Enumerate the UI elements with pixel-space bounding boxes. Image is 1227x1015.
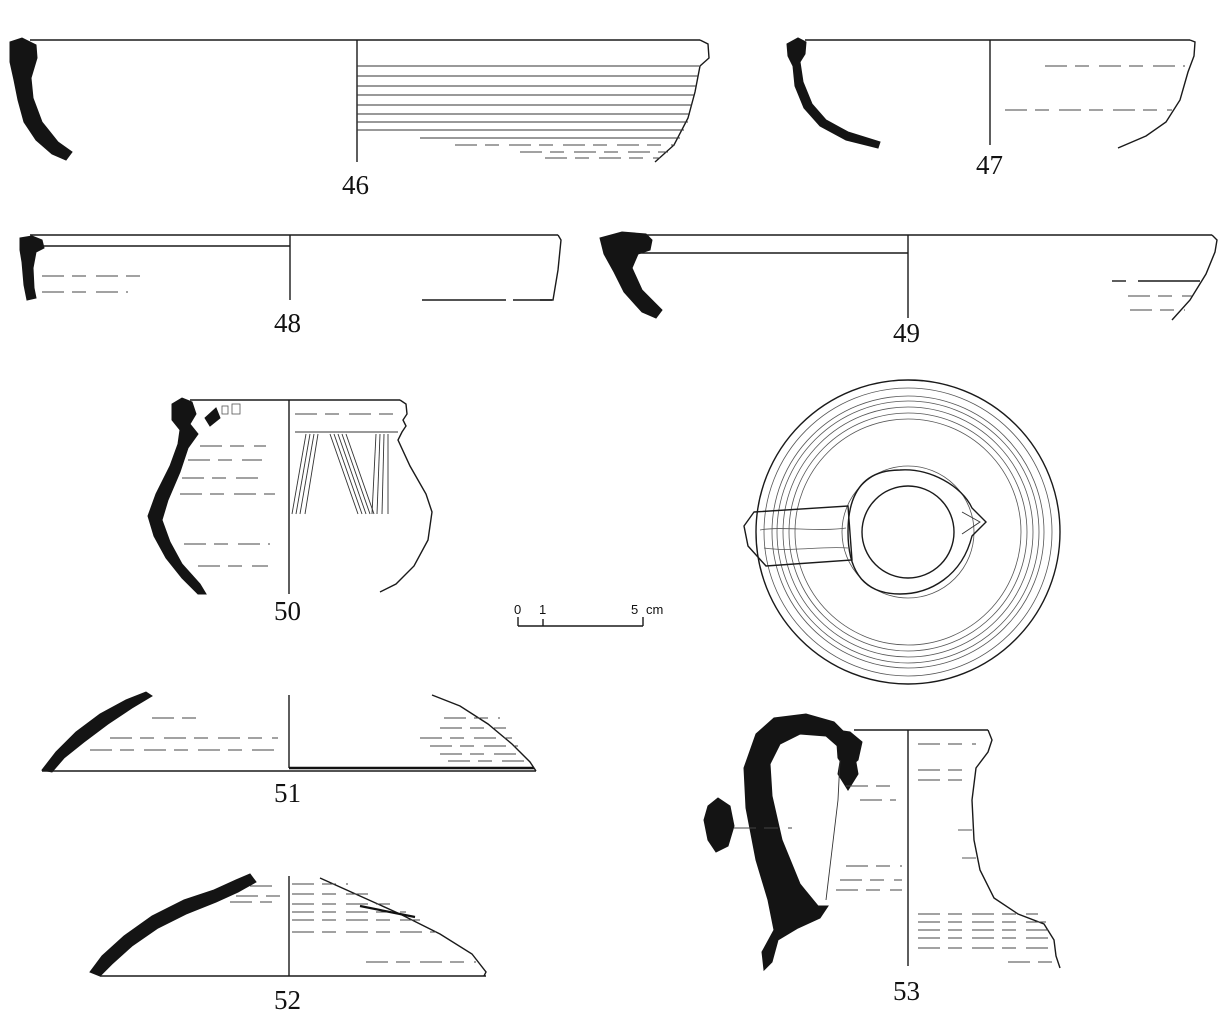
vessel-47-drawing (786, 37, 1196, 149)
scale-tick-1: 1 (539, 602, 547, 617)
vessel-52-number: 52 (274, 985, 301, 1015)
vessel-51-drawing (41, 691, 537, 773)
scale-unit: cm (646, 602, 664, 617)
vessel-52-drawing (89, 873, 487, 977)
vessel-51-section (41, 691, 153, 773)
vessel-48-drawing (19, 234, 562, 301)
vessel-53-top-view (743, 379, 1061, 685)
vessel-53-handle-section (743, 713, 859, 972)
scale-bar (517, 617, 644, 627)
vessel-53-drawing (703, 713, 1061, 972)
vessel-49-section (599, 231, 663, 319)
vessel-49-number: 49 (893, 318, 920, 348)
vessel-46-section (9, 37, 73, 161)
vessel-50-section (147, 397, 207, 595)
vessel-50-number: 50 (274, 596, 301, 626)
vessel-53-handle-cross-section (703, 797, 735, 853)
vessel-51-number: 51 (274, 778, 301, 808)
vessel-48-section (19, 235, 45, 301)
vessel-47-section (786, 37, 881, 149)
vessel-50-burnish-strokes (291, 433, 389, 515)
scale-tick-0: 0 (514, 602, 522, 617)
vessel-48-number: 48 (274, 308, 301, 338)
vessel-49-drawing (599, 231, 1218, 321)
vessel-46-drawing (9, 37, 710, 163)
vessel-52-section (89, 873, 257, 977)
vessel-47-number: 47 (976, 150, 1003, 180)
vessel-46-number: 46 (342, 170, 369, 200)
vessel-50-drawing (147, 397, 433, 595)
vessel-53-number: 53 (893, 976, 920, 1006)
scale-tick-5: 5 (631, 602, 639, 617)
